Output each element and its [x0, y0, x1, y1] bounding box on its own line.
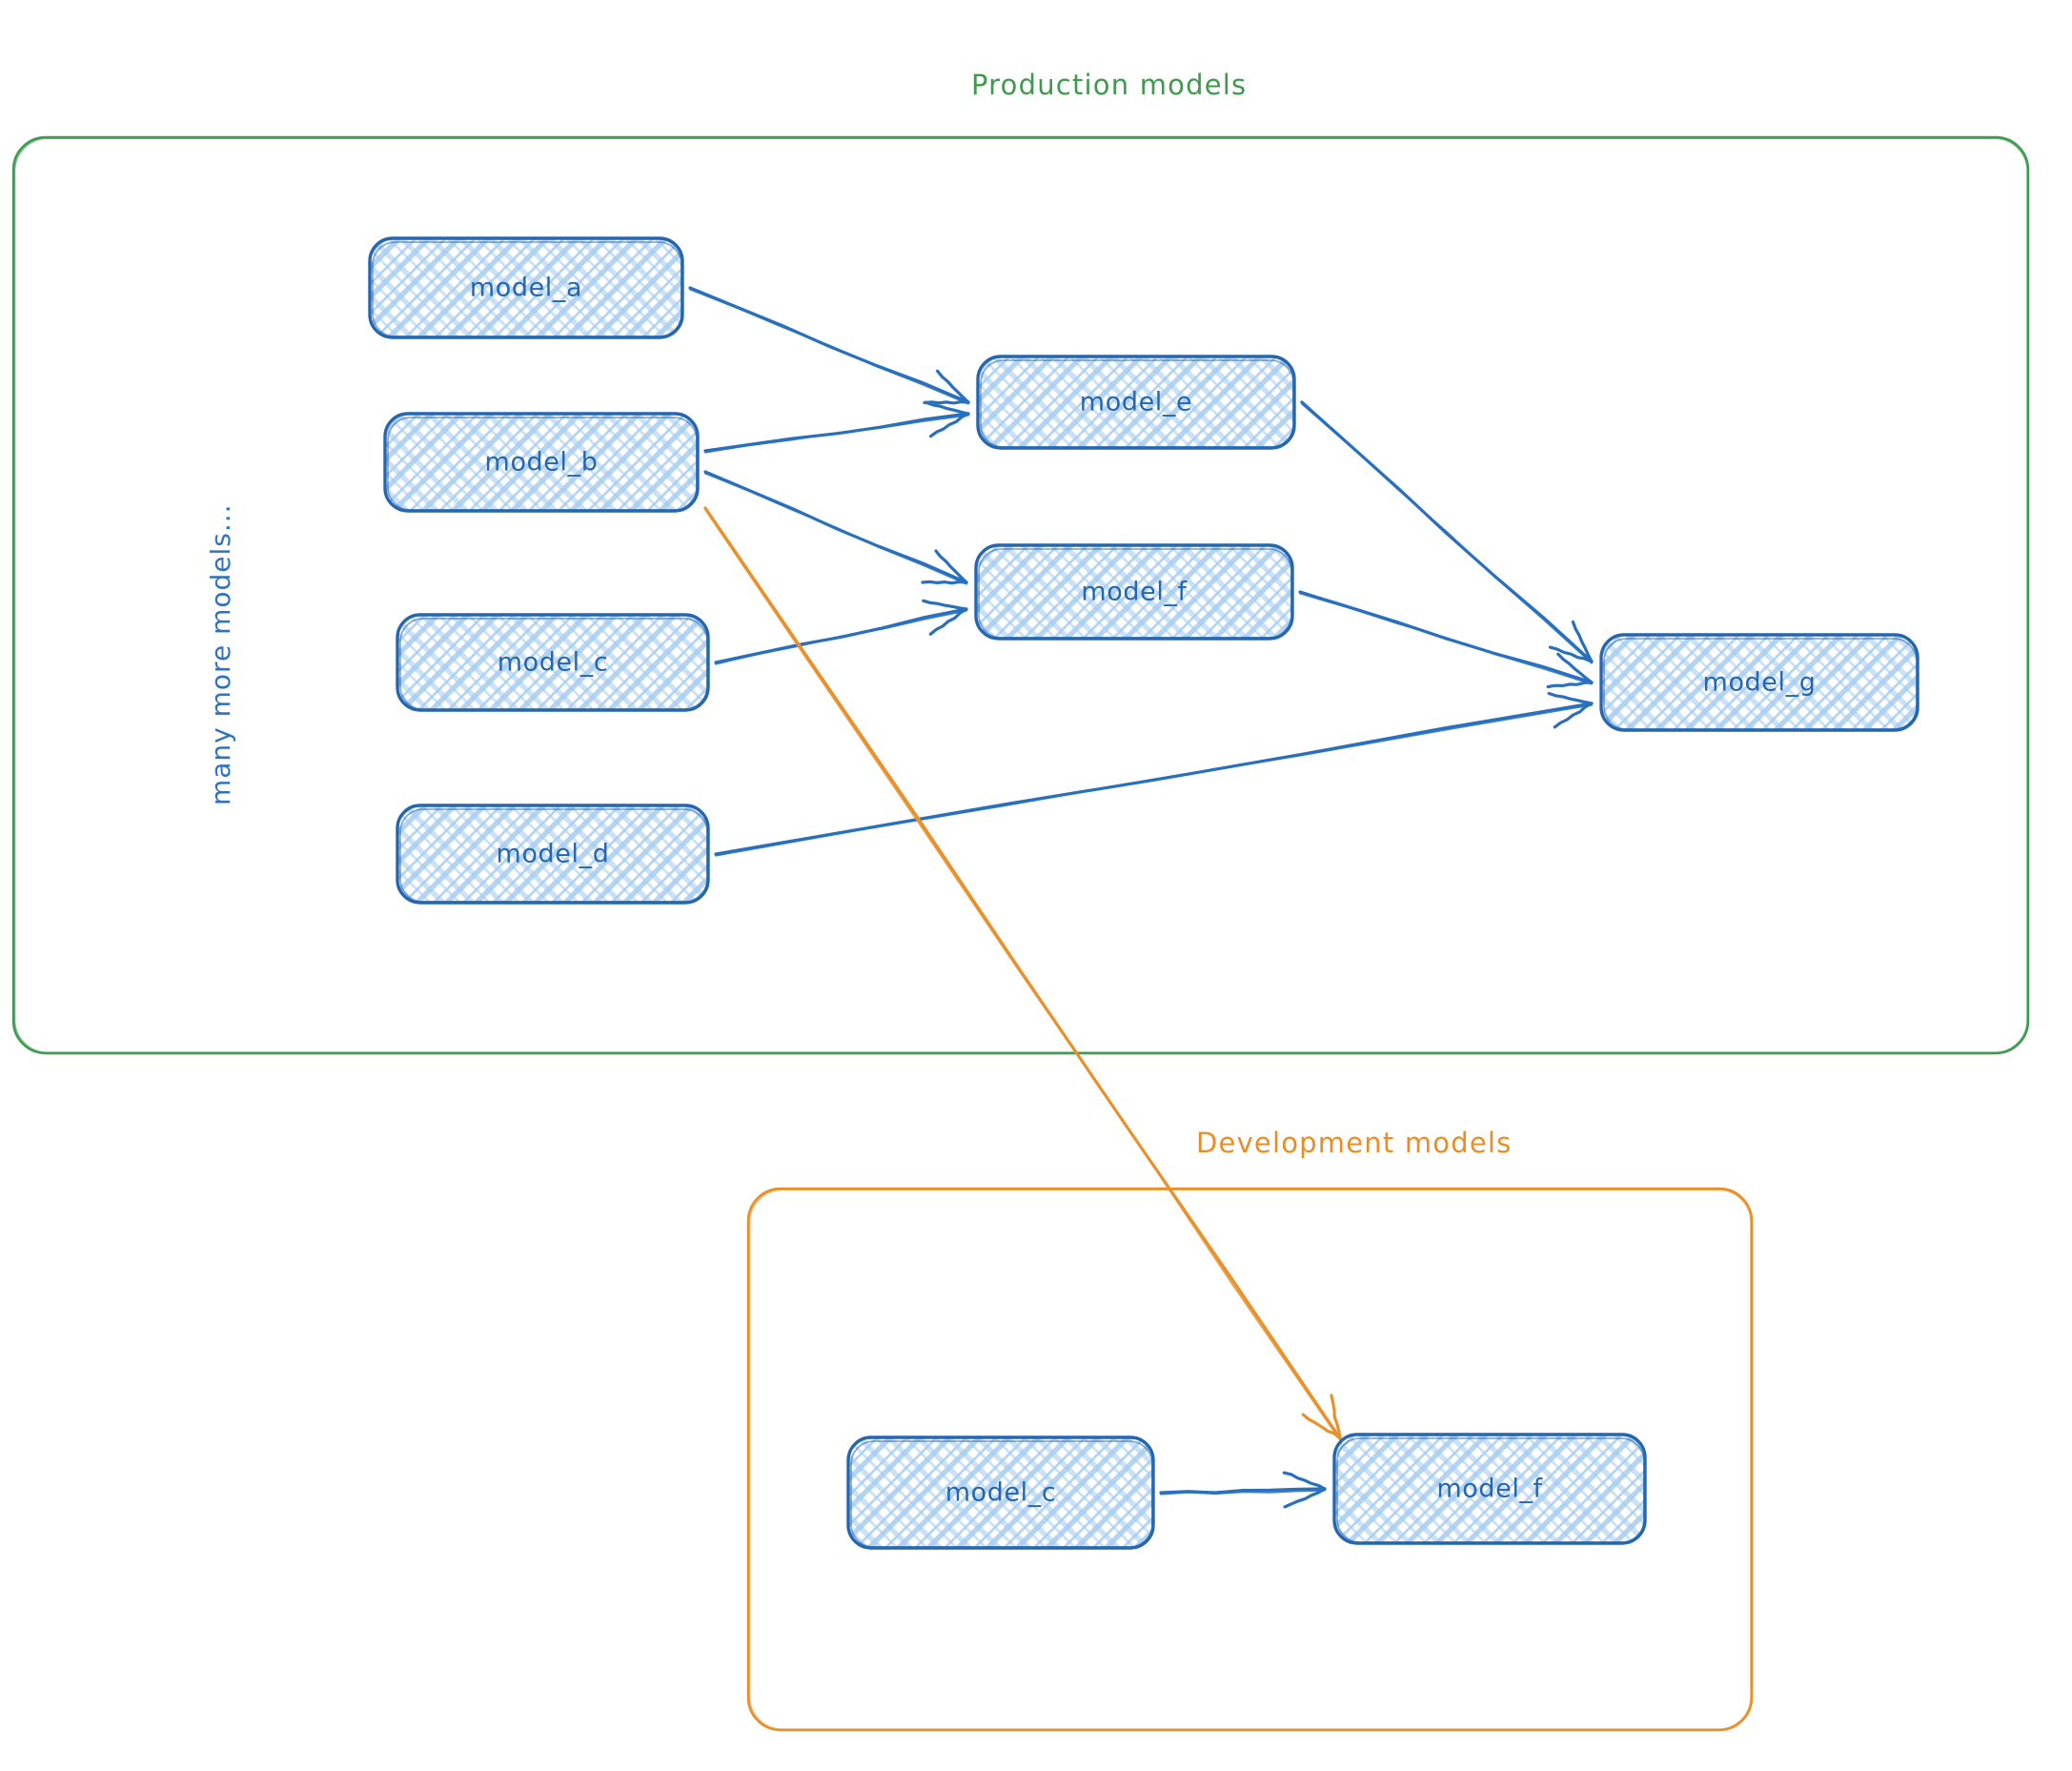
node-label-dev_model_c: model_c [945, 1477, 1057, 1508]
node-fill-cross [1334, 1435, 1645, 1543]
edge-e-to-g [1300, 400, 1594, 664]
node-prod_model_f[interactable] [974, 543, 1294, 641]
node-outline-sketch [399, 618, 708, 710]
node-fill-cross [1601, 635, 1918, 730]
node-outline-sketch [1603, 638, 1918, 730]
node-prod_model_c[interactable] [396, 613, 710, 712]
node-label-dev_model_f: model_f [1436, 1474, 1543, 1504]
node-outline-sketch [978, 548, 1292, 639]
node-label-prod_model_g: model_g [1702, 667, 1817, 698]
node-outline-sketch [850, 1440, 1153, 1548]
node-fill-cross [397, 615, 708, 710]
edge-dev-c-to-dev-f [1159, 1471, 1327, 1509]
node-dev_model_c[interactable] [846, 1435, 1155, 1550]
node-outline [383, 412, 700, 513]
group-box-development [746, 1187, 1754, 1732]
node-outline [846, 1435, 1155, 1550]
node-prod_model_a[interactable] [368, 236, 684, 339]
node-outline [1599, 633, 1920, 732]
node-label-prod_model_e: model_e [1079, 387, 1193, 417]
node-outline [396, 613, 710, 712]
group-box-development [748, 1189, 1752, 1730]
node-fill-cross [976, 545, 1292, 639]
node-prod_model_e[interactable] [976, 355, 1296, 450]
node-outline-sketch [980, 359, 1294, 448]
node-label-prod_model_c: model_c [497, 647, 609, 678]
edge-b-to-f [703, 470, 968, 585]
annotation-many-more-models: many more models... [205, 503, 236, 805]
node-outline [396, 804, 710, 905]
group-box-production [13, 137, 2028, 1053]
group-label-development: Development models [1196, 1127, 1513, 1159]
edge-f-to-g [1298, 590, 1594, 689]
edge-c-to-f [714, 599, 968, 665]
node-outline [368, 236, 684, 339]
node-prod_model_g[interactable] [1599, 633, 1920, 732]
node-fill-cross [397, 805, 708, 903]
node-outline-sketch [387, 417, 698, 511]
node-outline [974, 543, 1294, 641]
edge-b-to-e [703, 400, 970, 454]
edge-d-to-g [714, 691, 1594, 857]
node-label-prod_model_f: model_f [1081, 577, 1188, 607]
node-fill-cross [848, 1437, 1153, 1548]
node-label-prod_model_b: model_b [484, 447, 599, 478]
edge-a-to-e [688, 286, 970, 405]
edge-b-to-dev-f [703, 506, 1342, 1441]
node-prod_model_b[interactable] [383, 412, 700, 513]
node-outline [976, 355, 1296, 450]
node-dev_model_f[interactable] [1332, 1433, 1647, 1545]
node-fill-cross [385, 414, 698, 511]
node-fill-cross [370, 238, 682, 337]
node-outline-sketch [399, 808, 708, 903]
node-outline [1332, 1433, 1647, 1545]
node-outline-sketch [372, 241, 682, 337]
node-outline-sketch [1336, 1437, 1645, 1543]
node-label-prod_model_d: model_d [496, 839, 610, 869]
group-label-production: Production models [971, 69, 1248, 101]
node-prod_model_d[interactable] [396, 804, 710, 905]
node-label-prod_model_a: model_a [469, 273, 583, 303]
node-fill-cross [978, 356, 1294, 448]
